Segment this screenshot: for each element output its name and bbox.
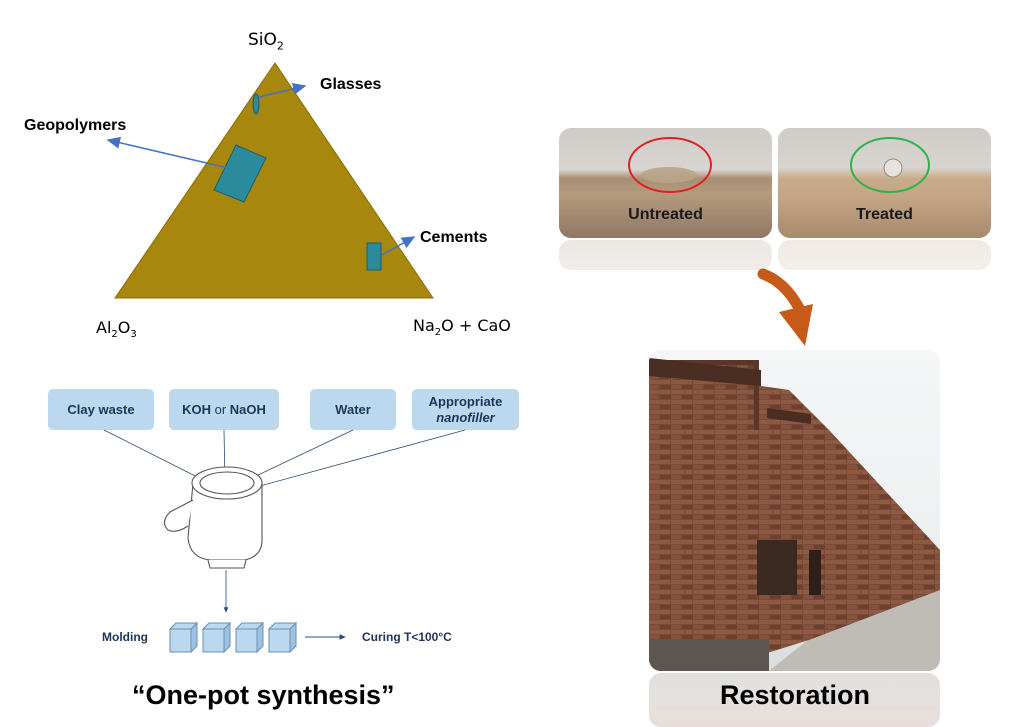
glasses-label: Glasses [320,76,382,93]
treated-label: Treated [856,206,913,223]
restoration-caption: Restoration [720,680,871,710]
apex-label-na2o-cao: Na2O + CaO [413,316,511,339]
input-clay-waste: Clay waste [67,401,135,417]
ternary-diagram [106,62,434,299]
synthesis-flow [103,429,466,654]
apex-label-al2o3: Al2O3 [96,318,137,341]
restoration-arrow [757,268,813,346]
geopolymers-arrow [106,136,229,169]
cube-4 [267,621,298,654]
treated-reflection [778,240,991,270]
apex-label-sio2: SiO2 [248,30,284,52]
one-pot-caption: “One-pot synthesis” [132,680,395,710]
cube-2 [201,621,232,654]
apex-sio2-text: SiO2 [248,30,284,53]
cements-label: Cements [420,229,488,246]
input-koh-naoh: KOH or NaOH [182,401,266,417]
ternary-triangle [114,62,434,299]
untreated-droplet [628,137,712,193]
flow-line-nanofiller [248,429,466,491]
input-water: Water [335,401,371,417]
cements-arrow [381,236,416,256]
input-box-water: Water [310,389,396,430]
glasses-arrow [258,82,307,98]
input-box-clay-waste: Clay waste [48,389,154,430]
untreated-photo: Untreated [559,128,772,238]
untreated-reflection [559,240,772,270]
cube-3 [234,621,265,654]
molded-cubes [168,621,298,654]
cube-1 [168,621,199,654]
curing-label: Curing T<100°C [362,630,452,644]
geopolymers-region [213,144,267,203]
molding-label: Molding [102,630,148,644]
glasses-region [252,93,260,115]
untreated-label: Untreated [628,206,703,223]
mixing-vessel [163,466,263,569]
restoration-photo [649,350,940,671]
cements-region [366,242,382,271]
input-box-koh-naoh: KOH or NaOH [169,389,279,430]
geopolymers-label: Geopolymers [24,117,127,134]
treated-photo: Treated [778,128,991,238]
brick-wall-image [649,358,940,671]
treated-droplet [850,137,930,193]
